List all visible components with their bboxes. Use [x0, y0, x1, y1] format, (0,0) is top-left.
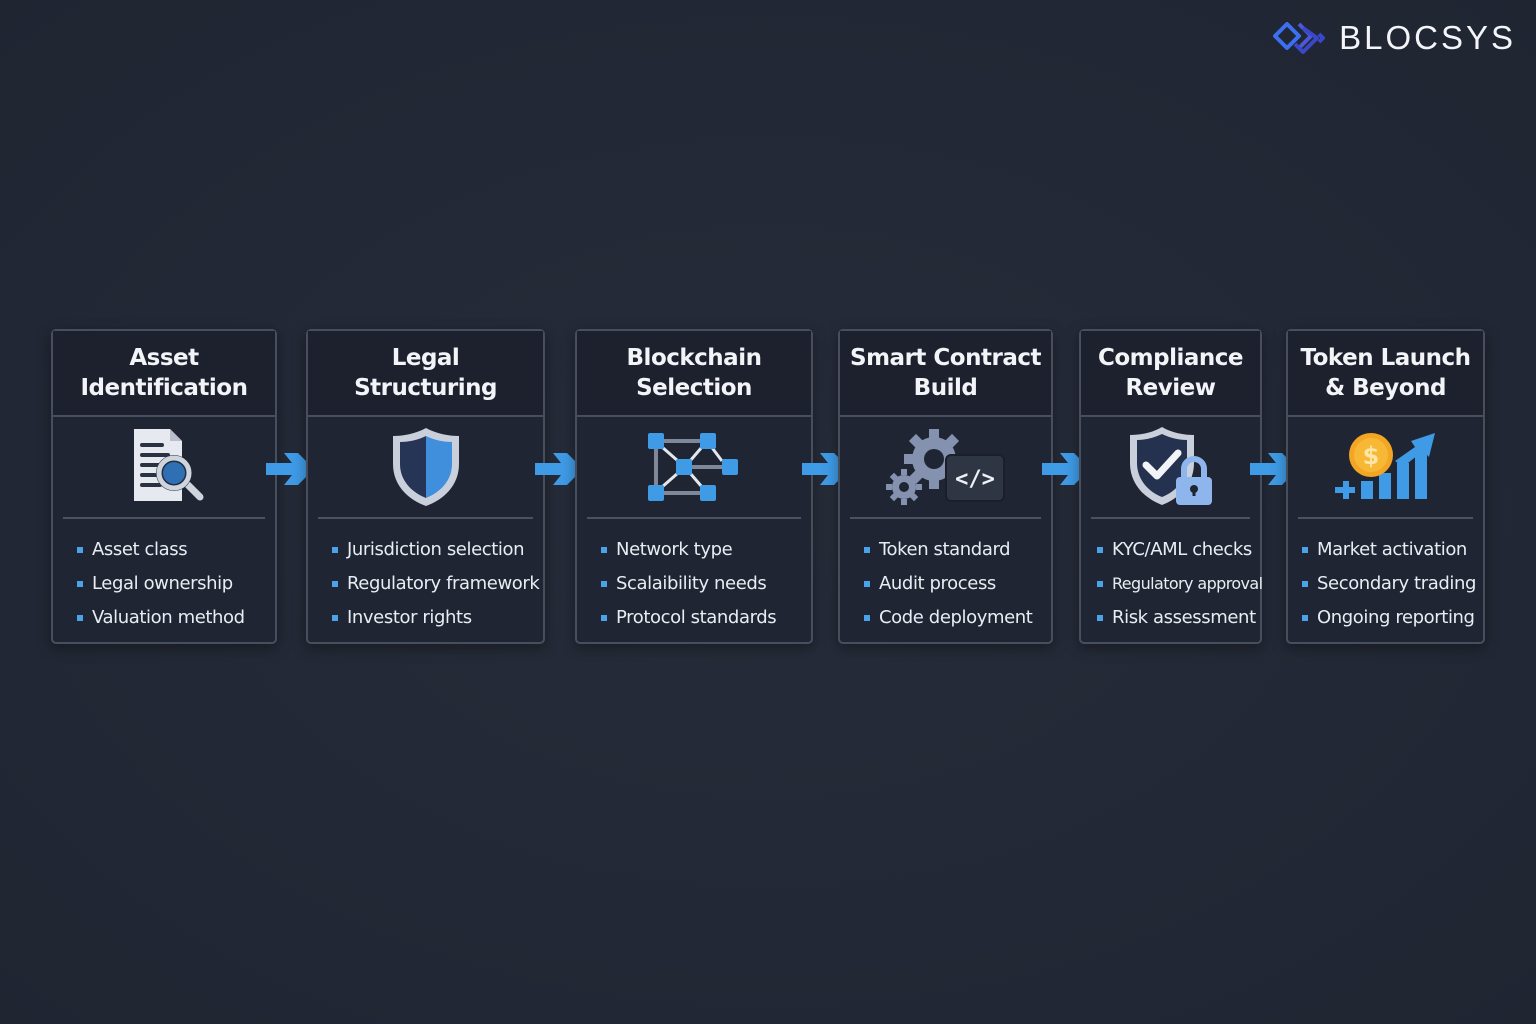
- list-item: Token standard: [864, 533, 1051, 567]
- step-title: Blockchain Selection: [626, 345, 762, 401]
- bullet-icon: [601, 547, 607, 553]
- list-item: Protocol standards: [601, 601, 811, 635]
- step-header: Smart Contract Build: [840, 331, 1051, 417]
- bullet-icon: [1302, 615, 1308, 621]
- arrow-right-icon: [535, 453, 583, 485]
- bullet-icon: [77, 615, 83, 621]
- bullet-icon: [601, 581, 607, 587]
- brand-name: BLOCSYS: [1339, 19, 1516, 56]
- step-header: Asset Identification: [53, 331, 275, 417]
- list-item: Code deployment: [864, 601, 1051, 635]
- bullet-icon: [601, 615, 607, 621]
- shield-check-lock-icon: [1129, 427, 1212, 505]
- bullet-icon: [77, 581, 83, 587]
- bullet-icon: [332, 615, 338, 621]
- list-item: Secondary trading: [1302, 567, 1483, 601]
- list-item: Asset class: [77, 533, 275, 567]
- step-title: Smart Contract Build: [850, 345, 1041, 401]
- svg-text:$: $: [1362, 442, 1379, 470]
- step-blockchain-selection: Blockchain Selection: [575, 329, 813, 644]
- document-search-icon: [134, 429, 204, 501]
- step-title: Compliance Review: [1097, 345, 1244, 401]
- step-items: Network type Scalaibility needs Protocol…: [577, 519, 811, 635]
- step-divider: [587, 517, 801, 519]
- step-items: Market activation Secondary trading Ongo…: [1288, 519, 1483, 635]
- shield-icon: [392, 428, 459, 506]
- step-title: Token Launch & Beyond: [1300, 345, 1471, 401]
- step-header: Token Launch & Beyond: [1288, 331, 1483, 417]
- list-item: Scalaibility needs: [601, 567, 811, 601]
- step-items: Token standard Audit process Code deploy…: [840, 519, 1051, 635]
- step-token-launch: Token Launch & Beyond $: [1286, 329, 1485, 644]
- svg-text:</>: </>: [955, 467, 995, 492]
- step-asset-identification: Asset Identification: [51, 329, 277, 644]
- bullet-icon: [1302, 547, 1308, 553]
- bullet-icon: [1302, 581, 1308, 587]
- step-compliance-review: Compliance Review KYC/AML checks Regulat…: [1079, 329, 1263, 644]
- step-smart-contract-build: Smart Contract Build: [838, 329, 1053, 644]
- network-nodes-icon: [648, 433, 738, 501]
- brand-logo-icon: [1273, 22, 1326, 54]
- step-divider: [318, 517, 533, 519]
- list-item: Risk assessment: [1097, 601, 1260, 635]
- list-item: Audit process: [864, 567, 1051, 601]
- list-item: Regulatory approval: [1097, 567, 1263, 601]
- step-items: Asset class Legal ownership Valuation me…: [53, 519, 275, 635]
- step-items: KYC/AML checks Regulatory approval Risk …: [1081, 519, 1263, 635]
- coin-growth-chart-icon: $: [1334, 433, 1435, 499]
- list-item: Jurisdiction selection: [332, 533, 543, 567]
- bullet-icon: [864, 581, 870, 587]
- list-item: Market activation: [1302, 533, 1483, 567]
- brand: BLOCSYS: [1273, 18, 1516, 58]
- step-header: Blockchain Selection: [577, 331, 811, 417]
- bullet-icon: [332, 547, 338, 553]
- list-item: Legal ownership: [77, 567, 275, 601]
- bullet-icon: [77, 547, 83, 553]
- bullet-icon: [1097, 547, 1103, 553]
- list-item: KYC/AML checks: [1097, 533, 1260, 567]
- list-item: Investor rights: [332, 601, 543, 635]
- bullet-icon: [1097, 581, 1103, 587]
- gear-code-icon: </>: [885, 429, 1005, 505]
- step-items: Jurisdiction selection Regulatory framew…: [308, 519, 543, 635]
- bullet-icon: [332, 581, 338, 587]
- bullet-icon: [864, 615, 870, 621]
- list-item: Network type: [601, 533, 811, 567]
- bullet-icon: [864, 547, 870, 553]
- step-divider: [63, 517, 265, 519]
- step-header: Legal Structuring: [308, 331, 543, 417]
- step-divider: [850, 517, 1041, 519]
- arrow-right-icon: [1042, 453, 1090, 485]
- list-item: Valuation method: [77, 601, 275, 635]
- step-title: Legal Structuring: [354, 345, 497, 401]
- arrow-right-icon: [266, 453, 314, 485]
- step-title: Asset Identification: [80, 345, 248, 401]
- list-item: Ongoing reporting: [1302, 601, 1483, 635]
- step-header: Compliance Review: [1081, 331, 1260, 417]
- step-legal-structuring: Legal Structuring Jurisdiction selection…: [306, 329, 545, 644]
- step-divider: [1091, 517, 1250, 519]
- step-divider: [1298, 517, 1473, 519]
- list-item: Regulatory framework: [332, 567, 543, 601]
- bullet-icon: [1097, 615, 1103, 621]
